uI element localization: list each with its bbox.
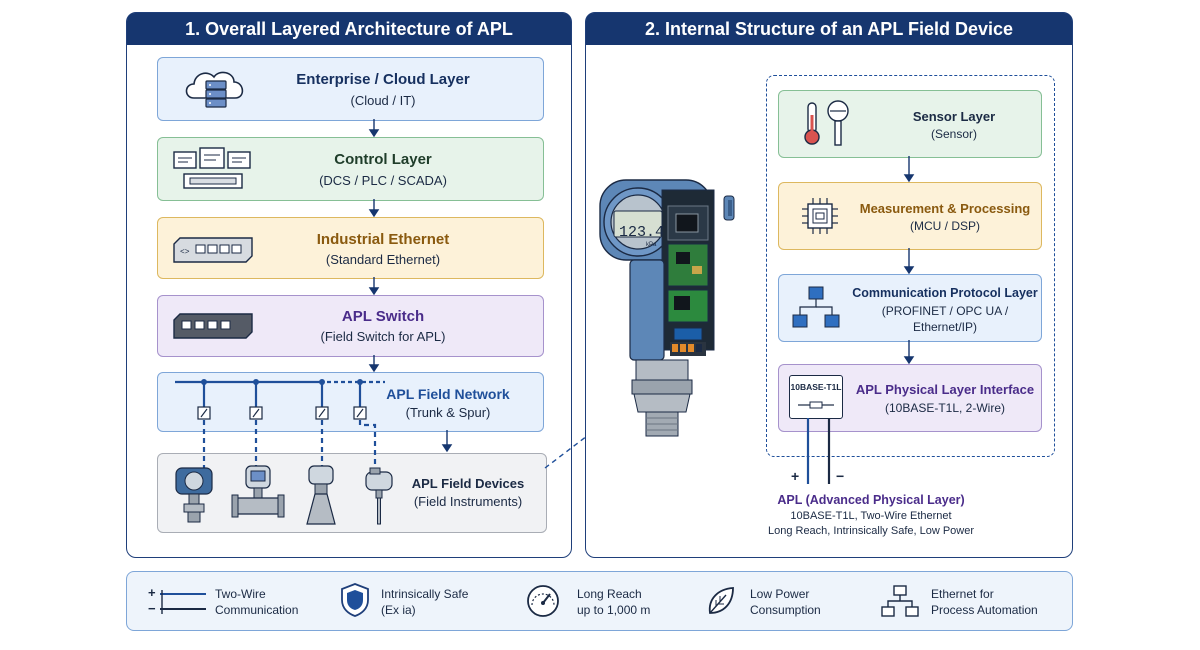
legend-safe-line1: Intrinsically Safe [381, 587, 469, 601]
ethernet-switch-icon: <> [173, 237, 253, 263]
device-display-value: 123.4 [619, 224, 665, 241]
svg-text:<>: <> [180, 248, 190, 257]
communication-protocol-box: Communication Protocol Layer (PROFINET /… [778, 274, 1042, 342]
industrial-ethernet-title: Industrial Ethernet [316, 231, 450, 248]
legend-two-wire-text: Two-Wire Communication [215, 586, 298, 618]
apl-switch-subtitle: (Field Switch for APL) [320, 329, 446, 344]
phy-chip-label: 10BASE-T1L [790, 382, 842, 392]
apl-caption-line1: 10BASE-T1L, Two-Wire Ethernet [790, 510, 952, 522]
legend-power-text: Low Power Consumption [750, 586, 821, 618]
apl-field-devices-title: APL Field Devices [411, 476, 525, 491]
apl-switch-box: APL Switch (Field Switch for APL) [157, 295, 544, 357]
legend-safe-line2: (Ex ia) [381, 603, 416, 617]
measurement-processing-subtitle: (MCU / DSP) [910, 219, 980, 233]
network-icon [881, 585, 919, 617]
apl-field-network-title: APL Field Network [386, 386, 510, 402]
leaf-icon [708, 587, 734, 614]
measurement-processing-title: Measurement & Processing [859, 201, 1031, 216]
legend-two-wire-line2: Communication [215, 603, 299, 617]
thermometer-icon [804, 102, 820, 145]
device-zoom-frame [766, 75, 1055, 457]
legend-minus: − [148, 601, 156, 616]
radar-level-icon [306, 465, 336, 525]
apl-switch-icon [173, 313, 253, 339]
wire-minus-label: − [836, 468, 845, 484]
communication-protocol-subtitle-line1: (PROFINET / OPC UA / [881, 304, 1009, 318]
legend-reach-line1: Long Reach [577, 587, 642, 601]
wire-plus-label: + [791, 468, 800, 484]
enterprise-layer-box: Enterprise / Cloud Layer (Cloud / IT) [157, 57, 544, 121]
apl-caption-title: APL (Advanced Physical Layer) [777, 493, 965, 507]
legend-plus: + [148, 585, 156, 600]
left-panel-title: 1. Overall Layered Architecture of APL [127, 13, 571, 45]
legend-safe-text: Intrinsically Safe (Ex ia) [381, 586, 468, 618]
control-layer-title: Control Layer [334, 151, 432, 168]
control-layer-subtitle: (DCS / PLC / SCADA) [319, 173, 447, 188]
control-layer-box: Control Layer (DCS / PLC / SCADA) [157, 137, 544, 201]
apl-field-devices-subtitle: (Field Instruments) [413, 494, 523, 509]
industrial-ethernet-subtitle: (Standard Ethernet) [325, 252, 441, 267]
legend-reach-text: Long Reach up to 1,000 m [577, 586, 650, 618]
phy-coupler-icon [798, 401, 834, 409]
apl-switch-title: APL Switch [341, 308, 425, 325]
enterprise-layer-title: Enterprise / Cloud Layer [296, 71, 470, 88]
sensor-layer-title: Sensor Layer [912, 109, 996, 124]
two-wire-icon [160, 590, 206, 614]
sensor-layer-box: Sensor Layer (Sensor) [778, 90, 1042, 158]
phy-interface-subtitle: (10BASE-T1L, 2-Wire) [884, 401, 1006, 415]
legend-power-line1: Low Power [750, 587, 810, 601]
legend-ethernet-line1: Ethernet for [931, 587, 994, 601]
enterprise-layer-subtitle: (Cloud / IT) [350, 93, 416, 108]
phy-interface-title: APL Physical Layer Interface [855, 382, 1035, 397]
measurement-processing-box: Measurement & Processing (MCU / DSP) [778, 182, 1042, 250]
apl-field-network-subtitle: (Trunk & Spur) [405, 405, 491, 420]
flow-meter-icon [231, 465, 285, 518]
communication-protocol-title: Communication Protocol Layer [852, 286, 1038, 300]
apl-caption-line2: Long Reach, Intrinsically Safe, Low Powe… [767, 525, 975, 537]
phy-interface-box: 10BASE-T1L APL Physical Layer Interface … [778, 364, 1042, 432]
legend-power-line2: Consumption [750, 603, 821, 617]
communication-protocol-subtitle-line2: Ethernet/IP) [912, 320, 978, 334]
field-device-illustration [599, 179, 735, 437]
legend-two-wire-line1: Two-Wire [215, 587, 266, 601]
microchip-icon [802, 198, 838, 234]
legend-bar [126, 571, 1073, 631]
temperature-transmitter-icon [365, 467, 393, 525]
right-panel-title: 2. Internal Structure of an APL Field De… [586, 13, 1072, 45]
shield-icon [341, 583, 369, 617]
pressure-transmitter-icon [175, 467, 213, 523]
industrial-ethernet-box: <> Industrial Ethernet (Standard Etherne… [157, 217, 544, 279]
cloud-server-icon [185, 71, 244, 108]
sensor-layer-subtitle: (Sensor) [930, 127, 977, 141]
apl-field-devices-box: APL Field Devices (Field Instruments) [157, 453, 547, 533]
protocol-network-icon [792, 286, 840, 328]
pressure-sensor-icon [827, 100, 849, 146]
gauge-icon [527, 585, 559, 617]
legend-ethernet-line2: Process Automation [931, 603, 1038, 617]
phy-chip: 10BASE-T1L [789, 375, 843, 419]
control-workstation-icon [173, 147, 251, 189]
legend-reach-line2: up to 1,000 m [577, 603, 651, 617]
device-display-unit: kPa [646, 242, 657, 248]
legend-ethernet-text: Ethernet for Process Automation [931, 586, 1038, 618]
